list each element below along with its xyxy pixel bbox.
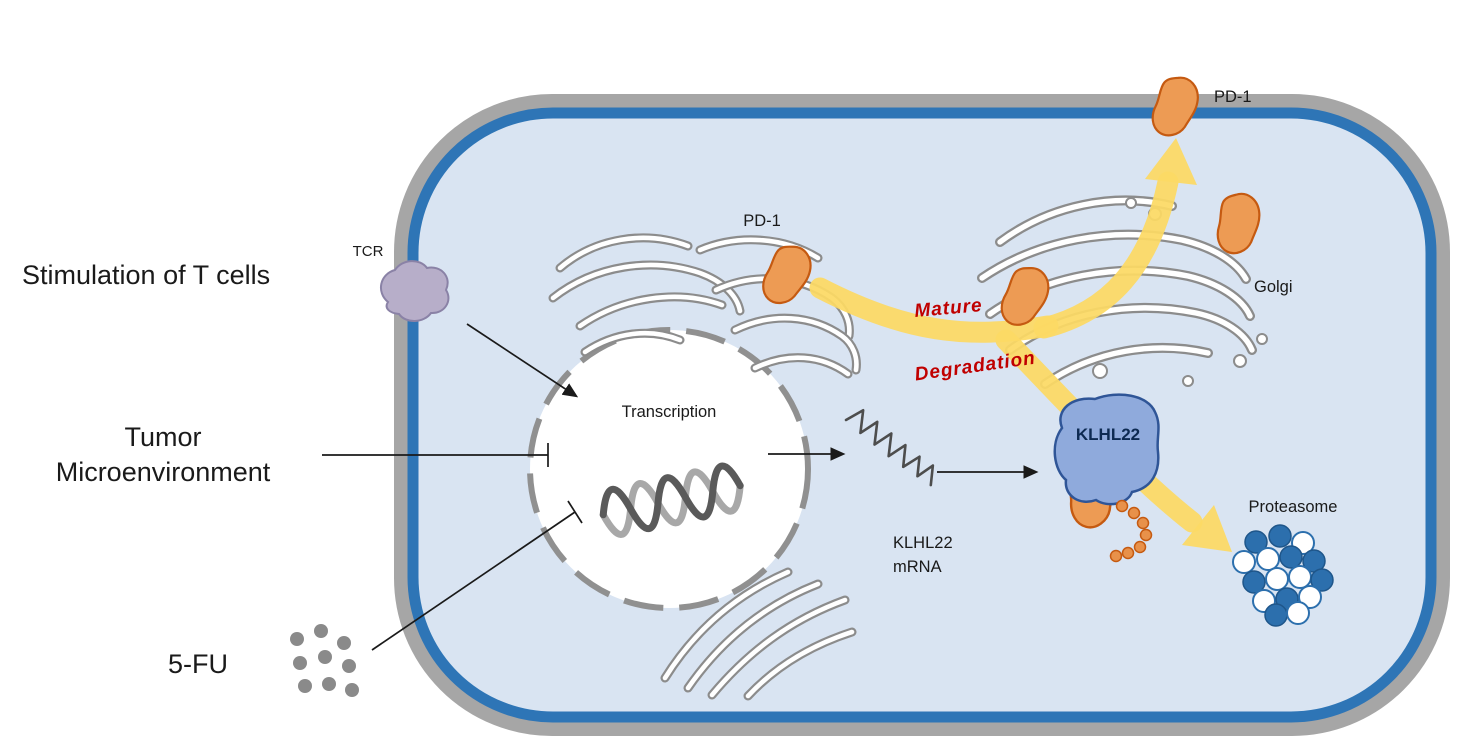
- nucleus: [527, 327, 811, 611]
- fu-label: 5-FU: [168, 649, 228, 679]
- dna-strand-front: [599, 462, 744, 533]
- dna-strand-back: [599, 468, 744, 538]
- er-to-golgi-arrow: [809, 277, 1059, 343]
- ubiquitin-chain: [1109, 499, 1153, 563]
- klhl22-protein: [1053, 393, 1160, 506]
- vesicle: [1233, 354, 1247, 368]
- klhl22-complex: [1053, 393, 1160, 563]
- stimulation-label: Stimulation of T cells: [22, 260, 270, 290]
- proteasome-cluster: [1232, 524, 1334, 627]
- pd1-membrane-label: PD-1: [1214, 88, 1252, 106]
- vesicle: [1125, 197, 1137, 209]
- tumor-inhibition-line: [322, 443, 549, 467]
- tcr-receptor: [379, 260, 450, 322]
- mrna-squiggle: [844, 408, 935, 487]
- mature-arrow-shaft: [1033, 171, 1179, 339]
- tumor-label-line2: Microenvironment: [56, 457, 271, 487]
- vesicle: [1182, 375, 1194, 387]
- tcr-label: TCR: [353, 243, 384, 260]
- fu-particles: [290, 624, 359, 697]
- vesicle: [1256, 333, 1268, 345]
- signal-lines: [322, 323, 1039, 651]
- mrna-label-line1: KLHL22: [893, 534, 953, 552]
- transcription-label: Transcription: [622, 403, 717, 421]
- klhl22-label: KLHL22: [1076, 425, 1140, 444]
- mrna-label-line2: mRNA: [893, 558, 942, 576]
- proteasome-label: Proteasome: [1249, 498, 1338, 516]
- degradation-arrowhead: [1182, 505, 1232, 552]
- vesicle: [1092, 363, 1108, 379]
- inner-membrane: [407, 107, 1437, 723]
- stimulation-arrow: [466, 323, 579, 398]
- nuclear-envelope: [527, 327, 811, 611]
- tumor-label-line1: Tumor: [124, 422, 201, 452]
- golgi-apparatus: [982, 197, 1268, 387]
- fu-inhibition-line: [371, 500, 583, 651]
- mature-arrowhead: [1145, 138, 1197, 185]
- fu-inhibition-bar: [567, 500, 583, 524]
- dna-helix: [599, 462, 744, 538]
- golgi-label: Golgi: [1254, 278, 1293, 296]
- pd1-er-label: PD-1: [743, 212, 781, 230]
- fu-line: [371, 511, 576, 651]
